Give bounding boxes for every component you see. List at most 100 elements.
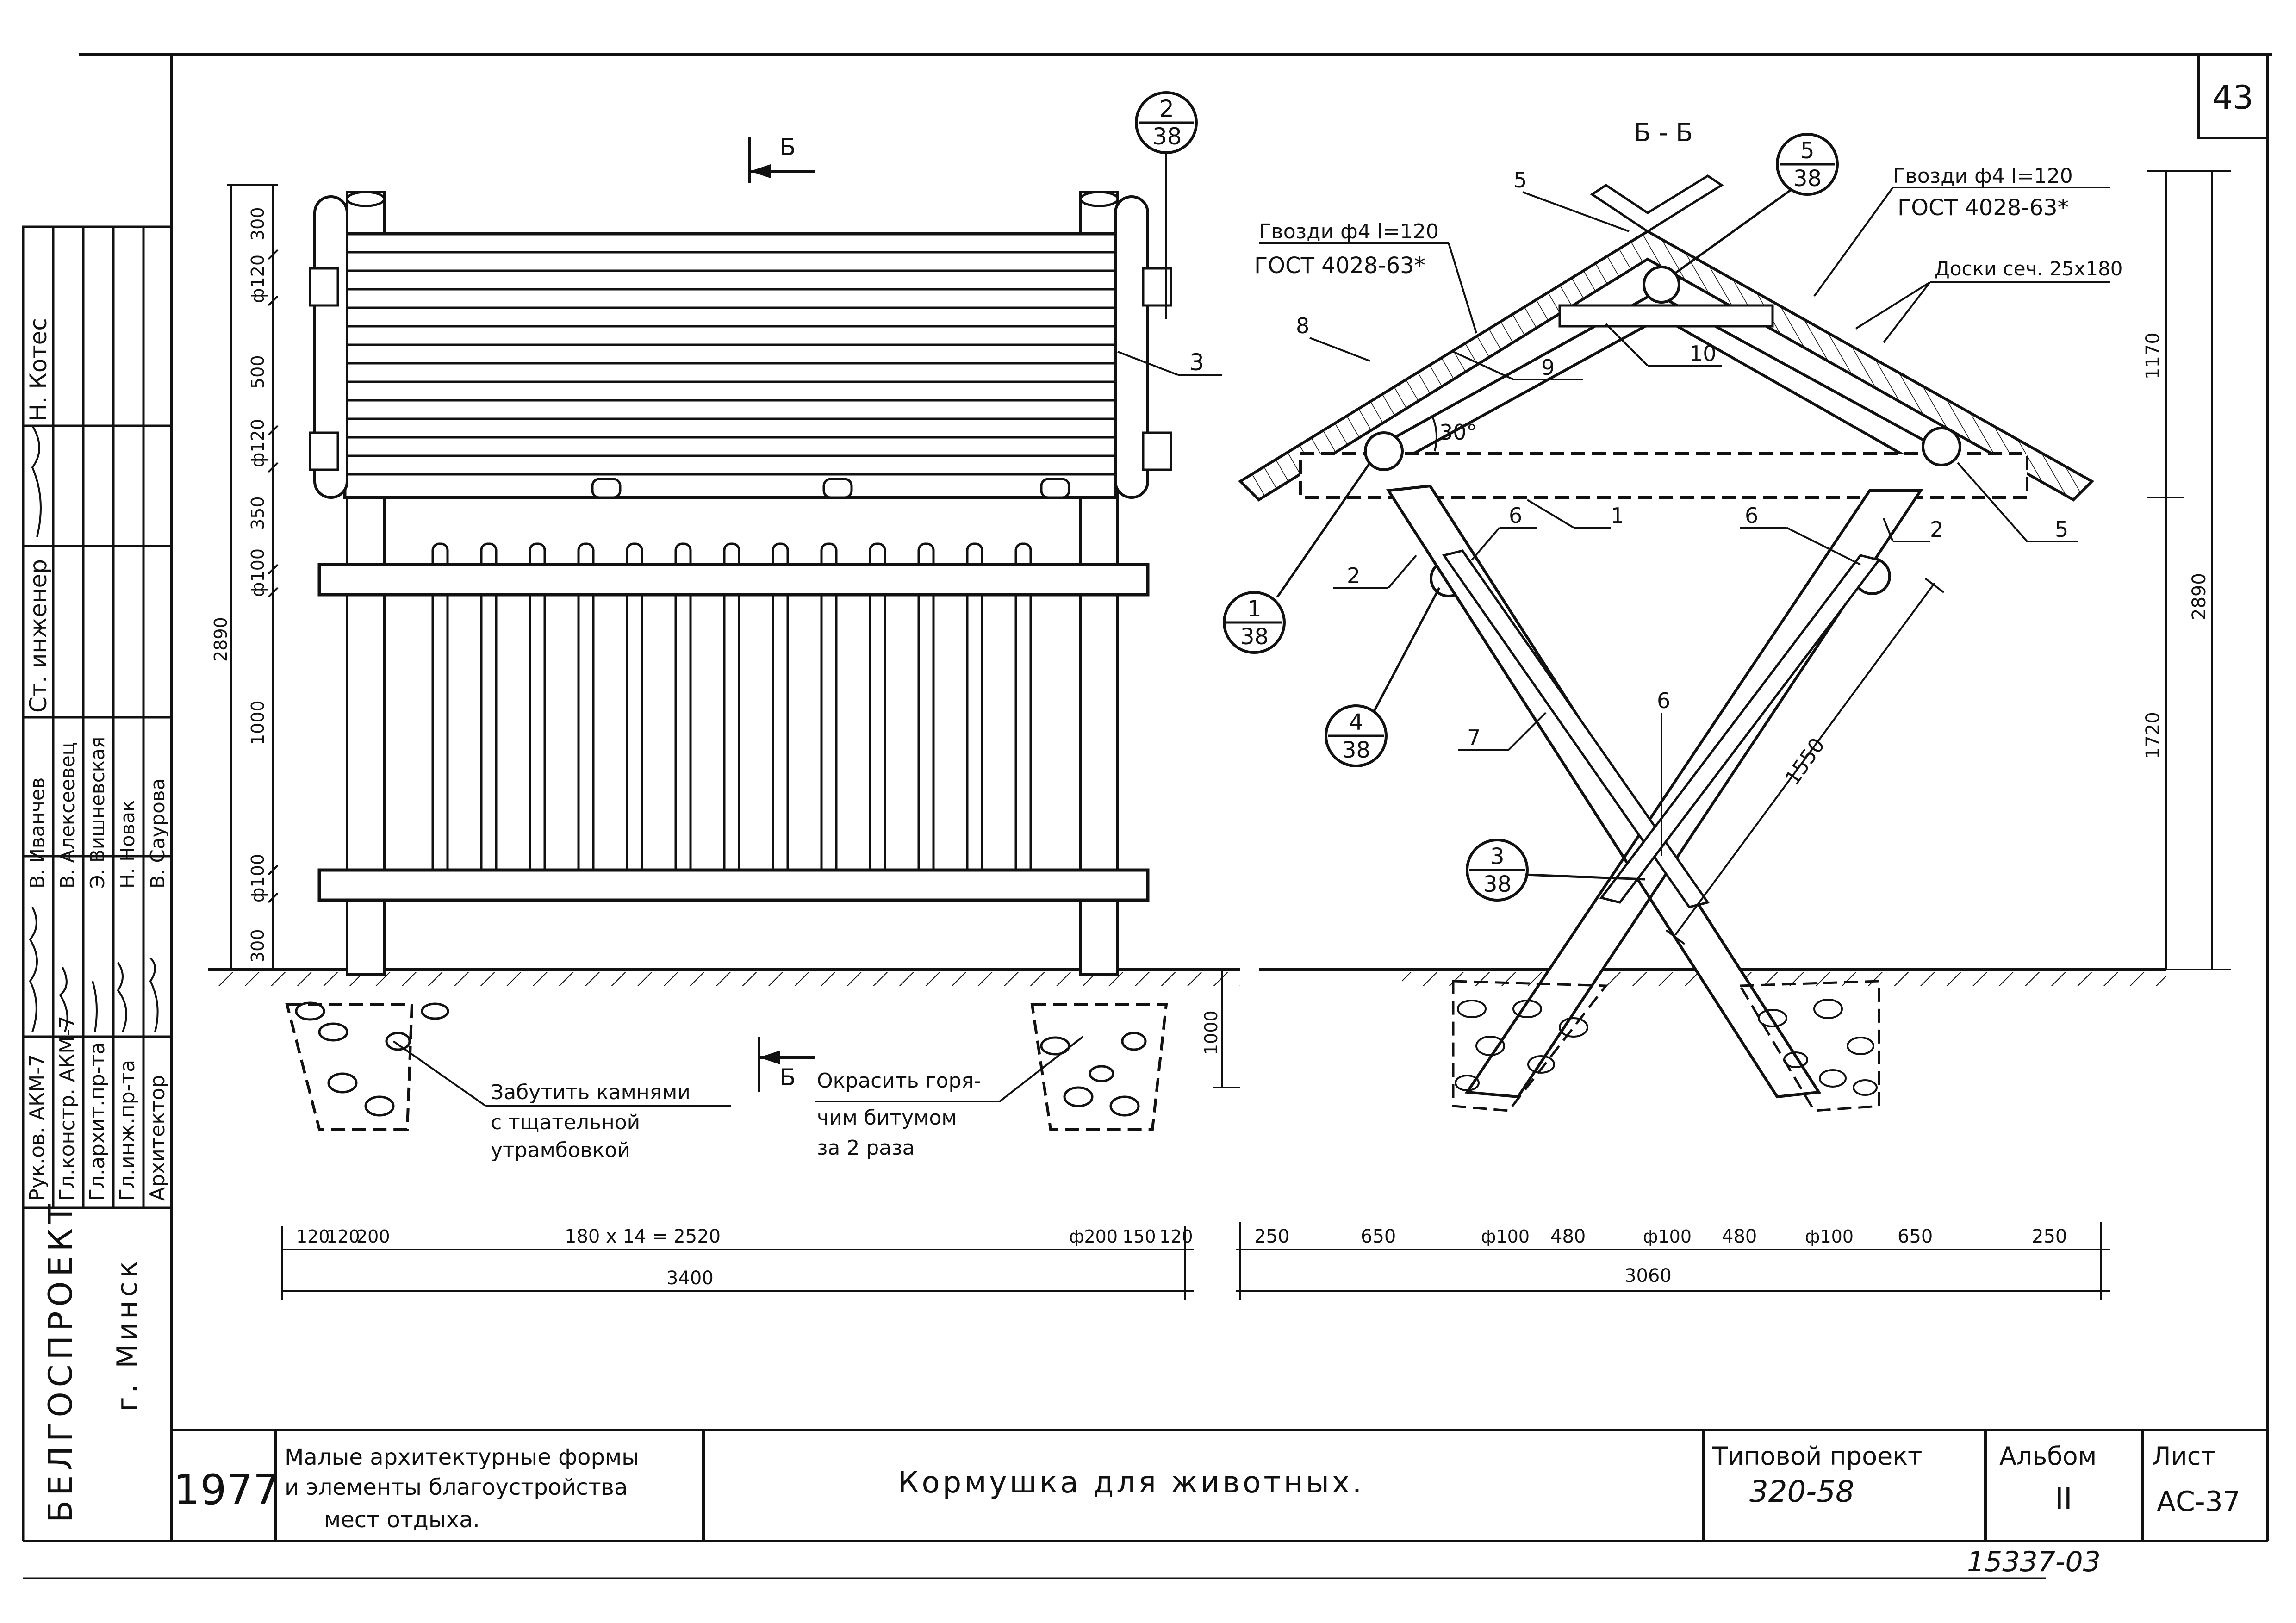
signer-role-1: Рук.ов. АКМ-7 (25, 1054, 49, 1201)
signer-role-2: Гл.констр. АКМ-7 (56, 1016, 79, 1201)
dim-3060: 3060 (1624, 1265, 1672, 1287)
dim-phi120-b: ф120 (248, 419, 268, 467)
part-9: 9 (1541, 355, 1555, 380)
dim-200: 200 (356, 1226, 390, 1247)
part-1: 1 (1611, 503, 1624, 528)
signer-name-2: В. Алексеевец (56, 742, 79, 889)
part-2-left: 2 (1347, 563, 1360, 588)
part-8: 8 (1296, 313, 1309, 338)
callout-4-den: 38 (1342, 737, 1370, 763)
signer-name-4: Н. Новак (116, 800, 139, 889)
dim-500: 500 (248, 355, 268, 389)
dim-1720: 1720 (2142, 712, 2164, 759)
part-2-right: 2 (1930, 517, 1943, 542)
nails-left-2: ГОСТ 4028-63* (1254, 253, 1425, 279)
nails-right-1: Гвозди ф4 l=120 (1893, 164, 2073, 188)
sheet-number: АС-37 (2157, 1486, 2240, 1518)
front-view: Б Б 2 38 3 300 ф120 500 (208, 91, 1240, 1300)
note-stones-1: Забутить камнями (491, 1081, 691, 1104)
signer-name-5: В. Саурова (146, 778, 169, 889)
dim-2890-section: 2890 (2189, 573, 2210, 620)
callout-1-den: 38 (1240, 624, 1269, 650)
signer-role-3: Гл.архит.пр-та (86, 1042, 109, 1201)
signer-name-3: Э. Вишневская (86, 737, 109, 889)
nails-left-1: Гвозди ф4 l=120 (1259, 220, 1439, 243)
dim-1000: 1000 (248, 700, 268, 745)
dim-250-right: 250 (2032, 1226, 2067, 1247)
callout-2-num: 2 (1159, 95, 1174, 122)
left-foundation (285, 1003, 414, 1131)
part-7: 7 (1467, 725, 1481, 750)
signer-role-5: Архитектор (146, 1075, 169, 1201)
callout-3-num: 3 (1490, 844, 1505, 870)
dim-120-c: 120 (1159, 1226, 1193, 1247)
dim-480-right: 480 (1722, 1226, 1757, 1247)
side-stamp (22, 225, 173, 1541)
dim-phi100-1: ф100 (1481, 1226, 1530, 1247)
bottom-stamp: 15337-03 (1967, 1546, 2101, 1578)
part-6-center: 6 (1657, 688, 1670, 713)
part-6-right: 6 (1745, 503, 1758, 528)
dim-250-left: 250 (1254, 1226, 1289, 1247)
part-5-top: 5 (1513, 168, 1527, 193)
callout-5-den: 38 (1793, 166, 1822, 192)
callout-1-num: 1 (1247, 596, 1262, 622)
feeder-slats (431, 542, 1032, 902)
part-6-left: 6 (1509, 503, 1522, 528)
album-label: Альбом (1999, 1442, 2097, 1471)
section-view: Б - Б (1223, 118, 2231, 1300)
callout-4-num: 4 (1349, 709, 1363, 735)
series-title-1: Малые архитектурные формы (285, 1444, 639, 1470)
section-mark-top: Б (780, 134, 796, 161)
side-stamp-text: Рук.ов. АКМ-7 Гл.констр. АКМ-7 Гл.архит.… (25, 318, 169, 1523)
dim-phi100-2: ф100 (1643, 1226, 1692, 1247)
top-name: Н. Котес (25, 318, 52, 421)
organization-name: БЕЛГОСПРОЕКТ (42, 1200, 80, 1523)
dim-150: 150 (1122, 1226, 1156, 1247)
angle-label: 30° (1439, 420, 1477, 445)
dim-350: 350 (248, 496, 268, 530)
drawing-title: Кормушка для животных. (898, 1466, 1364, 1500)
dim-650-left: 650 (1361, 1226, 1396, 1247)
dim-650-right: 650 (1898, 1226, 1933, 1247)
boards-label: Доски сеч. 25x180 (1935, 257, 2123, 280)
dim-3400: 3400 (666, 1268, 714, 1289)
section-mark-bottom: Б (780, 1064, 796, 1091)
right-foundation (1030, 1003, 1168, 1131)
dim-120-a: 120 (296, 1226, 330, 1247)
top-role: Ст. инженер (25, 559, 52, 713)
callout-5-num: 5 (1800, 138, 1815, 164)
part-5-right: 5 (2055, 517, 2068, 542)
part-10: 10 (1689, 341, 1717, 366)
note-stones-3: утрамбовкой (491, 1138, 630, 1162)
dim-300-top: 300 (248, 207, 268, 241)
series-title-3: мест отдыха. (324, 1507, 480, 1533)
year: 1977 (174, 1466, 280, 1514)
signer-name-1: В. Иванчев (26, 777, 49, 889)
signature-scribbles (29, 425, 159, 1032)
nails-right-2: ГОСТ 4028-63* (1898, 195, 2069, 221)
callout-2-den: 38 (1152, 123, 1182, 150)
note-stones-2: с тщательной (491, 1111, 640, 1134)
dim-1550: 1550 (1780, 734, 1829, 790)
corner-number: 43 (2212, 79, 2253, 117)
dim-2890-front: 2890 (211, 617, 231, 662)
dim-phi100-3: ф100 (1805, 1226, 1854, 1247)
dim-120-b: 120 (326, 1226, 360, 1247)
section-title: Б - Б (1634, 118, 1693, 147)
part-3-label: 3 (1189, 349, 1204, 376)
note-bitumen-2: чим битумом (817, 1106, 957, 1130)
title-block: 43 1977 Малые архитектурные формы и элем… (174, 79, 2253, 1578)
callout-3-den: 38 (1483, 871, 1512, 897)
dim-phi120-a: ф120 (248, 255, 268, 303)
dim-180x14: 180 x 14 = 2520 (565, 1226, 721, 1247)
project-label: Типовой проект (1712, 1442, 1922, 1471)
dim-480-left: 480 (1550, 1226, 1586, 1247)
sheet-label: Лист (2152, 1442, 2215, 1471)
dim-1170: 1170 (2142, 332, 2164, 379)
series-title-2: и элементы благоустройства (285, 1474, 628, 1500)
city-name: г. Минск (111, 1257, 143, 1412)
signer-role-4: Гл.инж.пр-та (116, 1060, 139, 1201)
dim-phi200: ф200 (1069, 1226, 1118, 1247)
